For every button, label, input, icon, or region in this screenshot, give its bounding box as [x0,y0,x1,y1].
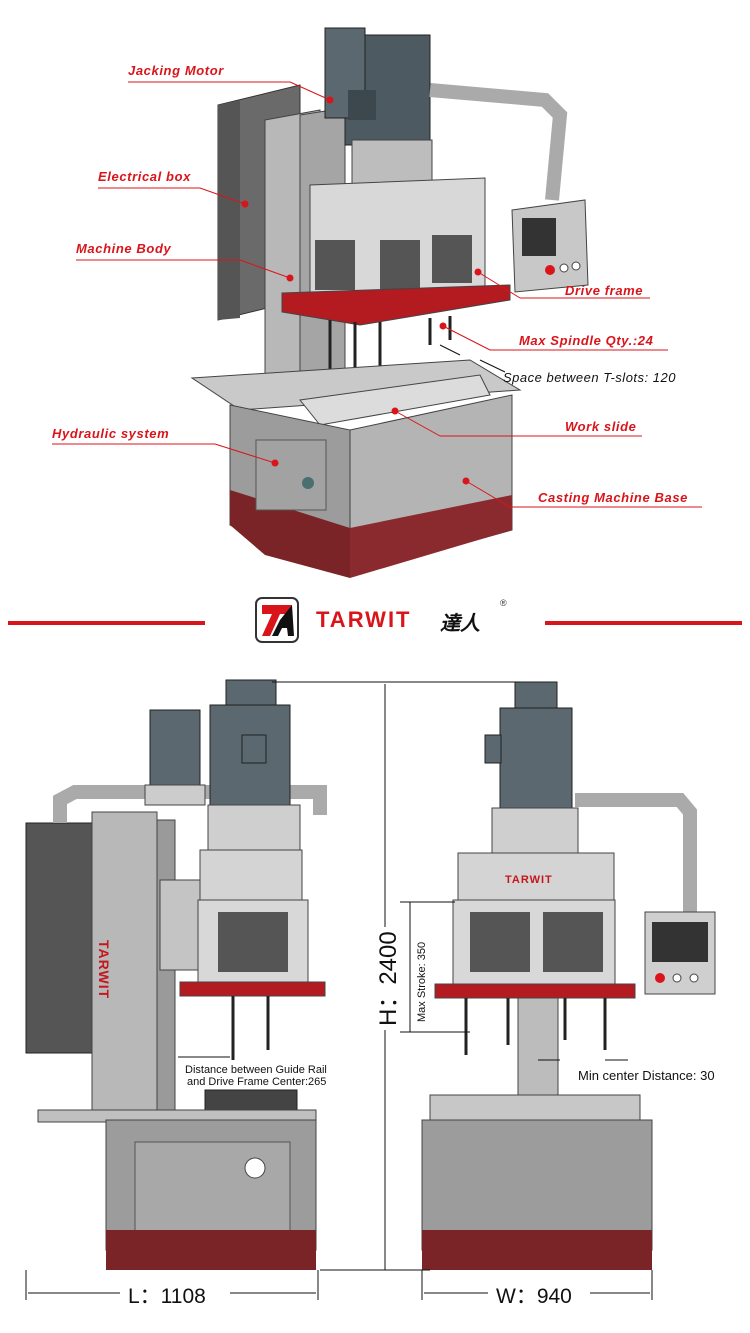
front-brand-plate: TARWIT [505,874,553,886]
leader-lines [52,81,702,508]
guide-rail-distance-line2: and Drive Frame Center:265 [187,1076,327,1088]
side-view-machine [25,679,327,1270]
length-dimension: L：1108 [124,1280,210,1310]
label-jacking-motor: Jacking Motor [128,63,224,78]
label-t-slots: Space between T-slots: 120 [503,370,676,385]
t-slot-arrows [439,344,506,373]
label-drive-frame: Drive frame [565,283,644,298]
width-dimension: W：940 [492,1280,576,1310]
height-dimension: H：2400 [368,927,403,1030]
label-max-spindle: Max Spindle Qty.:24 [519,333,654,348]
brand-name: TARWIT [316,607,412,632]
label-hydraulic-system: Hydraulic system [52,426,170,441]
guide-rail-distance-line1: Distance between Guide Rail [185,1064,327,1076]
registered-mark: ® [500,598,507,608]
isometric-machine [190,27,589,578]
label-electrical-box: Electrical box [98,169,191,184]
max-stroke-dimension: Max Stroke: 350 [416,941,428,1022]
brand-chinese: 達人 [440,613,480,635]
label-machine-body: Machine Body [76,241,172,256]
tarwit-logo-mark [255,597,299,643]
side-brand-plate: TARWIT [96,940,112,1000]
label-casting-base: Casting Machine Base [538,490,688,505]
front-view-machine [421,681,716,1270]
min-center-distance: Min center Distance: 30 [578,1068,715,1083]
label-work-slide: Work slide [565,419,637,434]
